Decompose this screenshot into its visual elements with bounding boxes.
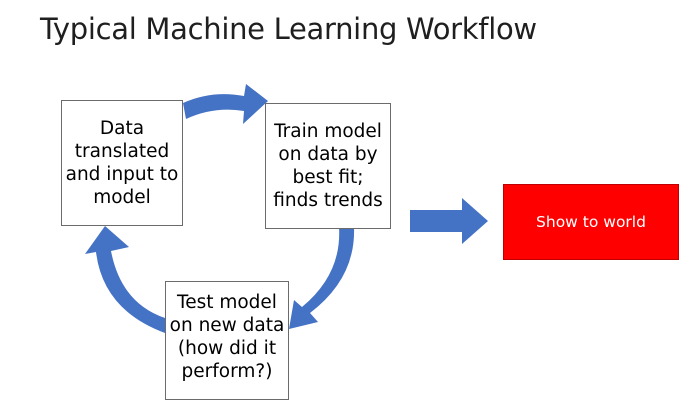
arrow-test-to-data <box>85 226 165 333</box>
step-train-label: Train model on data by best fit; finds t… <box>273 121 383 211</box>
slide-title: Typical Machine Learning Workflow <box>40 12 537 46</box>
step-test-label: Test model on new data (how did it perfo… <box>169 292 285 382</box>
show-to-world-box: Show to world <box>503 184 679 260</box>
step-test-box: Test model on new data (how did it perfo… <box>165 281 289 400</box>
arrow-train-to-output <box>410 198 488 244</box>
step-data-input-box: Data translated and input to model <box>61 100 183 226</box>
show-to-world-label: Show to world <box>536 213 646 231</box>
step-train-box: Train model on data by best fit; finds t… <box>265 103 391 229</box>
arrow-train-to-test <box>289 227 355 329</box>
arrow-data-to-train <box>183 84 268 124</box>
step-data-input-label: Data translated and input to model <box>65 118 179 208</box>
